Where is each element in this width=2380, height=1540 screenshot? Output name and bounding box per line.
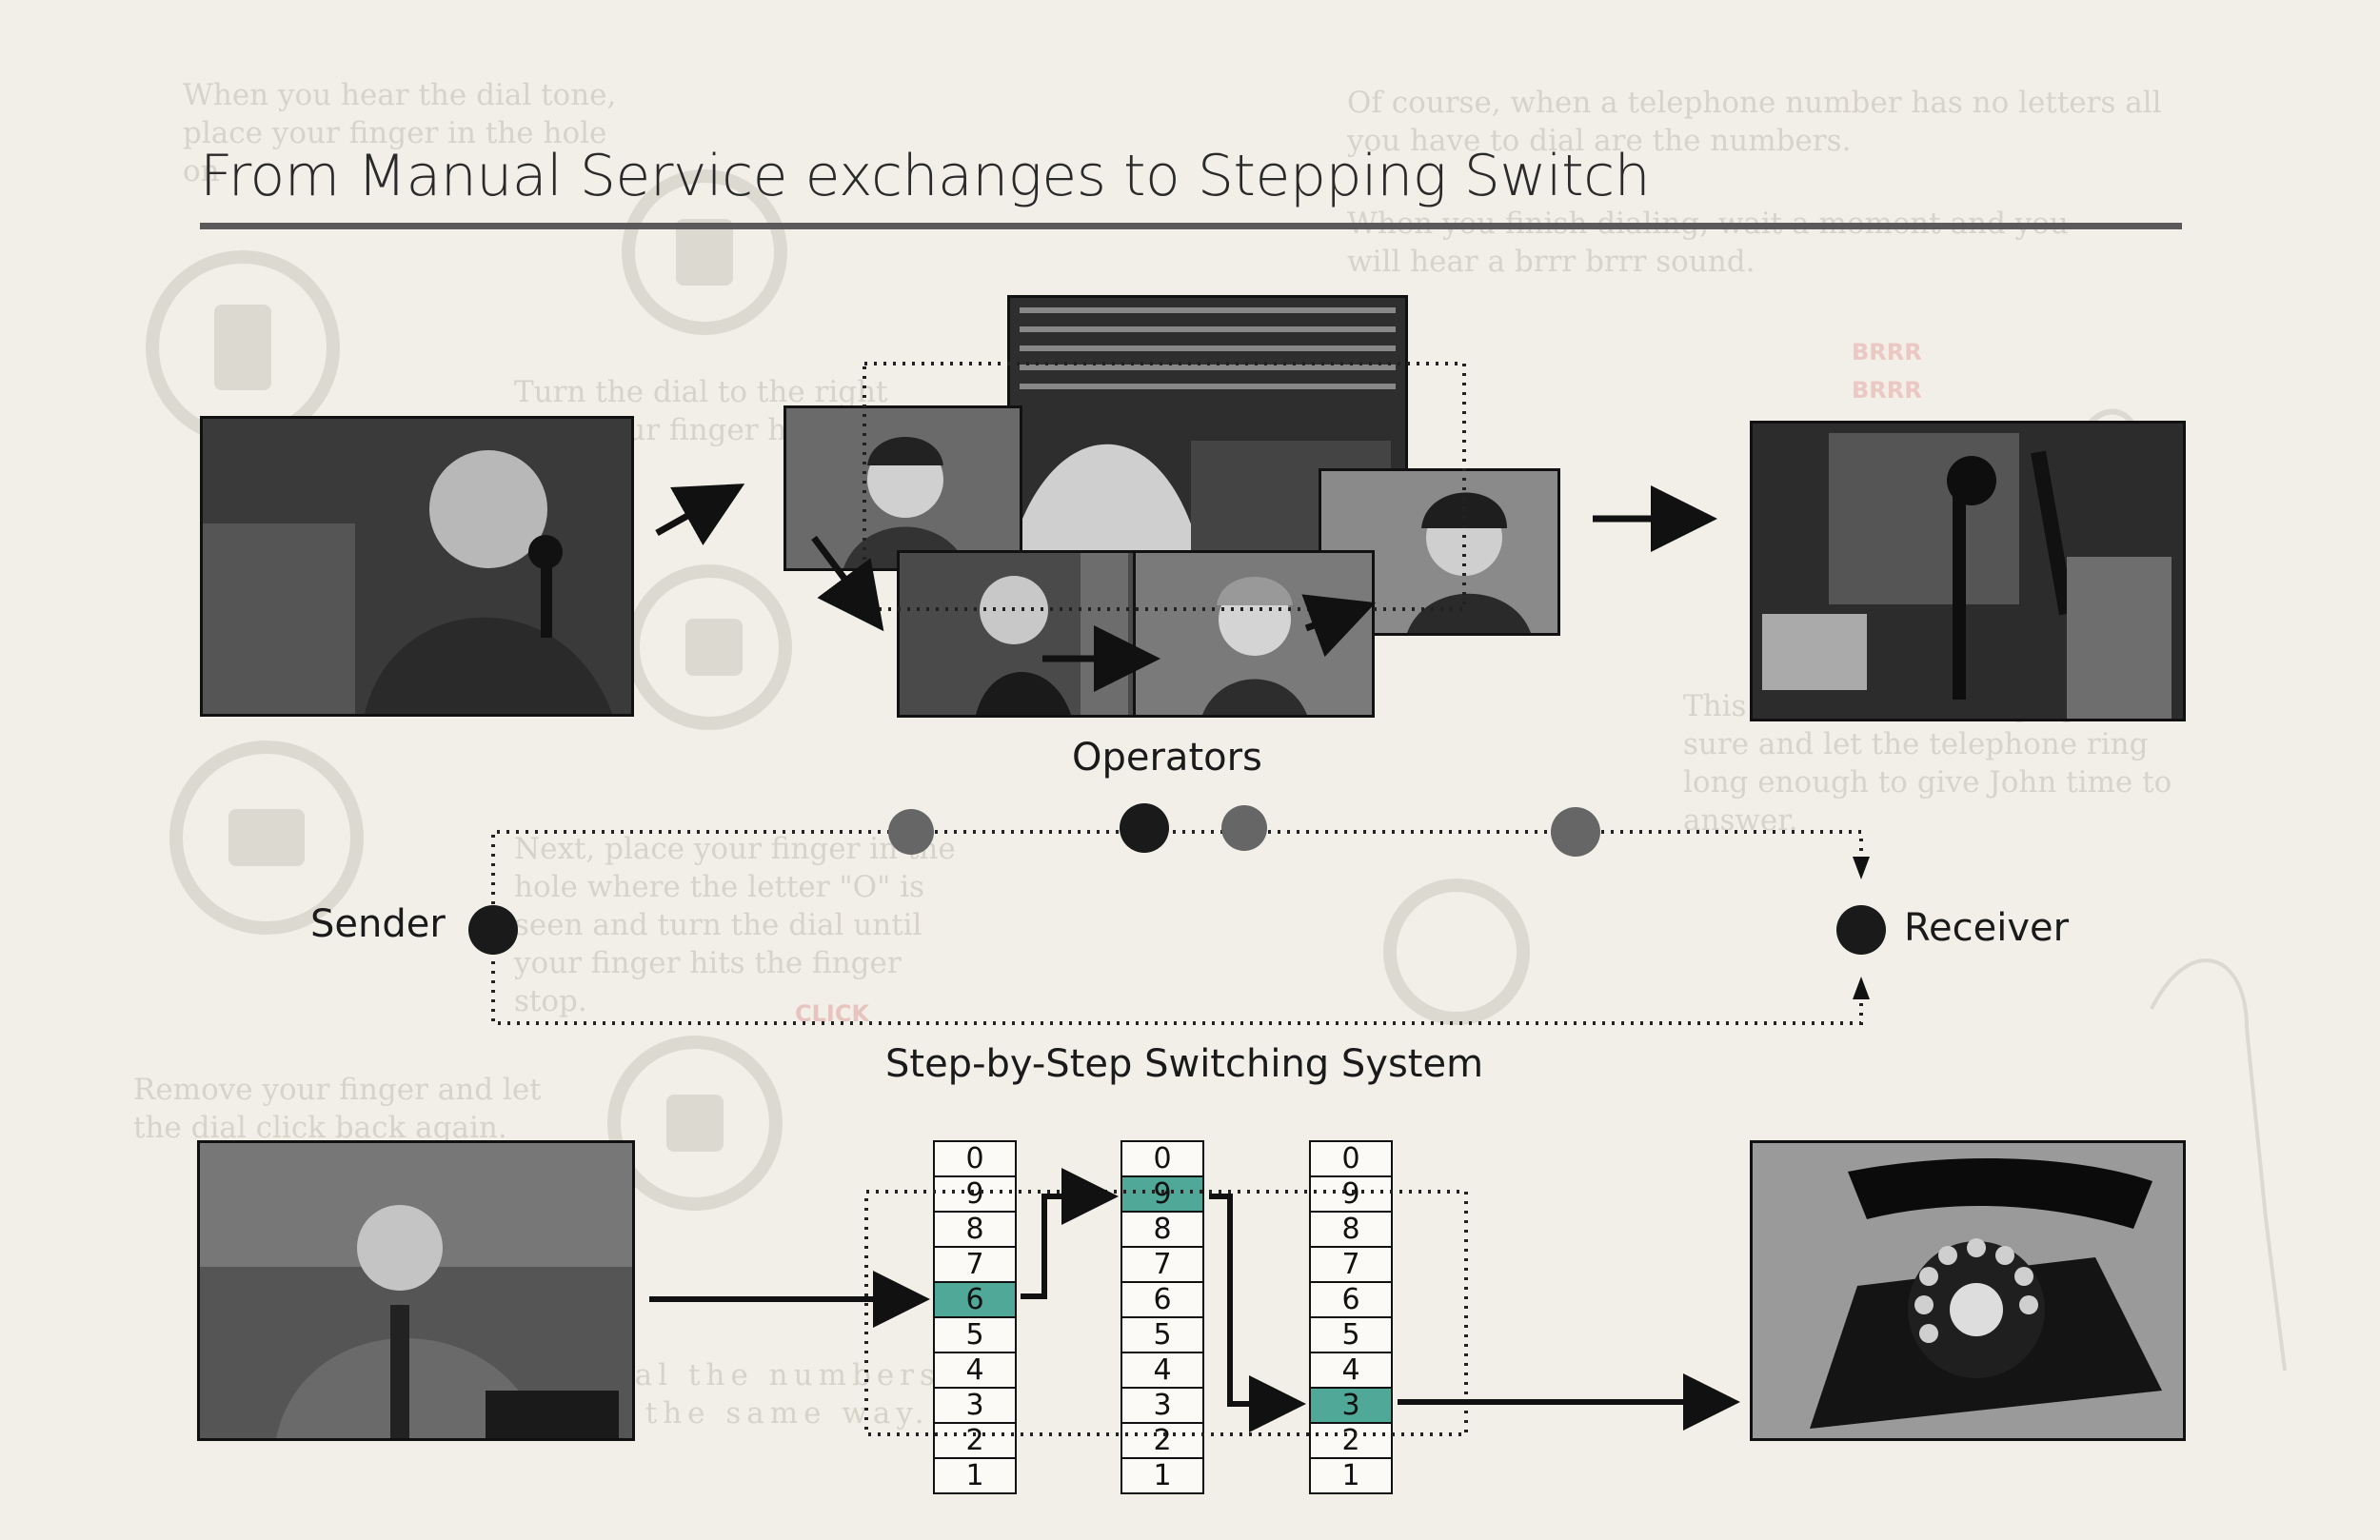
label-operators: Operators [1072, 736, 1262, 780]
operator-node-1 [888, 809, 934, 855]
switch-cell: 7 [1309, 1246, 1393, 1283]
bg-text-8: Dial the numbers in the same way. [590, 1358, 941, 1431]
network-arrowhead-bottom [1853, 977, 1870, 999]
photo-candlestick-phone [1750, 421, 2186, 721]
switch-cell: 0 [1121, 1140, 1204, 1177]
operator-node-2 [1120, 803, 1169, 853]
photo-man-in-suit [197, 1140, 635, 1441]
switch-cell: 4 [1309, 1352, 1393, 1389]
operators-dotted-box [863, 362, 1466, 611]
arrow-operator4-to-2 [1301, 594, 1377, 658]
switch-cell: 1 [1309, 1457, 1393, 1494]
switch-cell: 1 [1121, 1457, 1204, 1494]
bg-text-2: Of course, when a telephone number has n… [1347, 86, 2162, 158]
title-rule [200, 223, 2182, 229]
arrow-sender-to-operators [655, 484, 745, 545]
switch-cell: 9 [1309, 1175, 1393, 1213]
switch-cell: 6 [933, 1281, 1017, 1318]
network-path-top [491, 830, 1863, 923]
label-sender: Sender [310, 902, 446, 946]
bg-text-6: Next, place your finger in the hole wher… [514, 832, 956, 1018]
label-step-by-step: Step-by-Step Switching System [885, 1042, 1484, 1086]
arrow-switch1-to-switch2 [1021, 1168, 1119, 1299]
network-path-bottom [491, 923, 1863, 1025]
switch-cell: 2 [933, 1422, 1017, 1459]
arrow-switch2-to-switch3 [1209, 1194, 1306, 1432]
network-arrowhead-top [1853, 857, 1870, 879]
switch-cell: 1 [933, 1457, 1017, 1494]
photo-man-on-phone [200, 416, 634, 717]
switch-cell: 3 [1309, 1387, 1393, 1424]
bg-brrr-text: BRRR BRRR [1852, 339, 1922, 404]
photo-switchboard [1007, 295, 1408, 558]
operator-node-3 [1221, 805, 1267, 851]
bg-text-7: Remove your finger and let the dial clic… [133, 1073, 542, 1145]
page-title: From Manual Service exchanges to Steppin… [200, 143, 1651, 209]
switch-cell: 8 [933, 1211, 1017, 1248]
operator-node-4 [1551, 807, 1600, 857]
photo-operator-1 [783, 405, 1022, 571]
switch-cell: 0 [1309, 1140, 1393, 1177]
switch-cell: 2 [1309, 1422, 1393, 1459]
switch-cell: 7 [1121, 1246, 1204, 1283]
bg-text-1: When you hear the dial tone, place your … [183, 78, 617, 188]
sender-node [468, 905, 518, 955]
switch-cell: 6 [1121, 1281, 1204, 1318]
arrow-operator1-to-3 [811, 535, 884, 632]
switch-cell: 4 [933, 1352, 1017, 1389]
label-receiver: Receiver [1904, 906, 2070, 950]
switches-dotted-box [864, 1190, 1468, 1436]
receiver-node [1836, 905, 1886, 955]
photo-rotary-phone [1750, 1140, 2186, 1441]
